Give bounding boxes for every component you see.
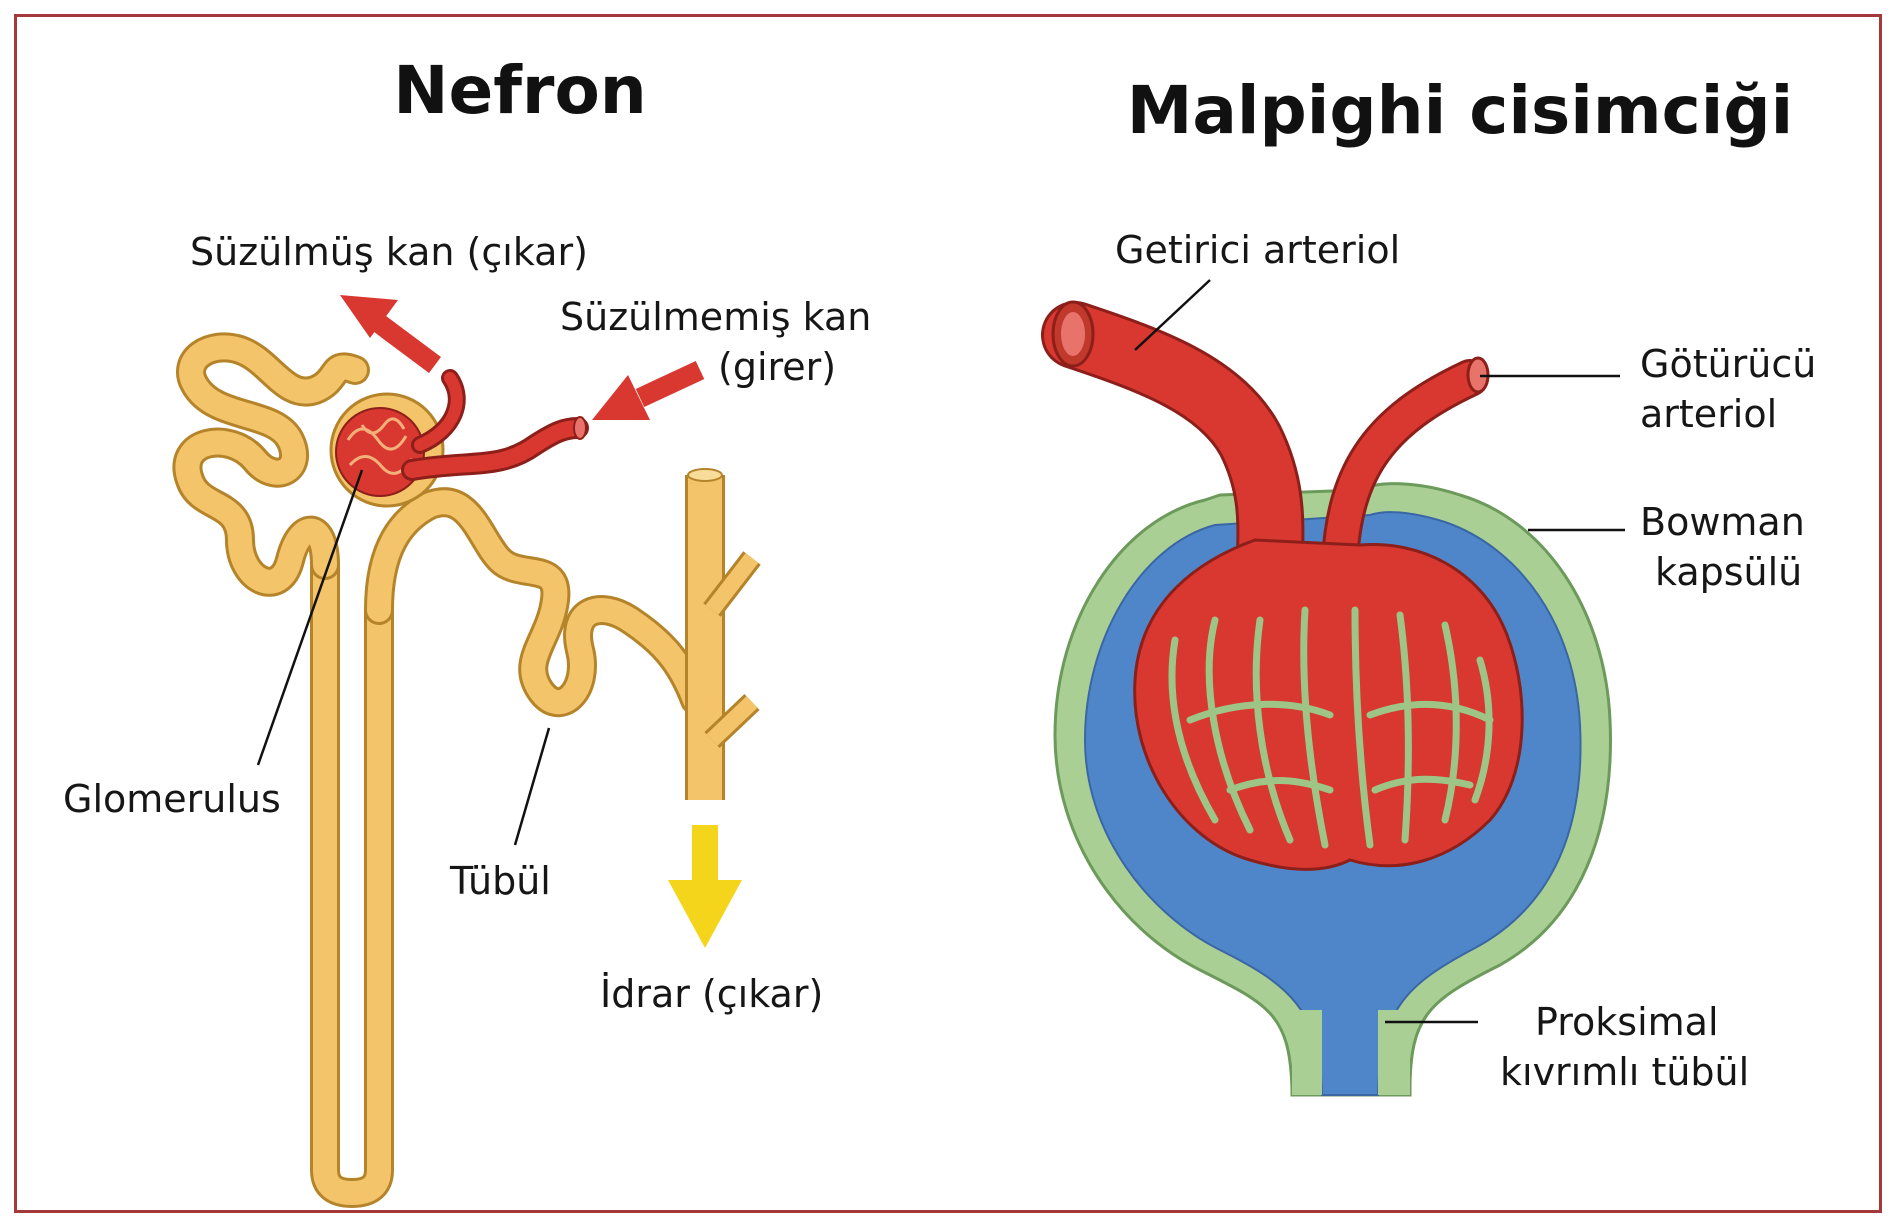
label-efferent-arteriole-2: arteriol	[1640, 392, 1777, 436]
label-tubule: Tübül	[449, 859, 551, 903]
label-pct-2: kıvrımlı tübül	[1500, 1050, 1749, 1094]
label-urine: İdrar (çıkar)	[600, 972, 823, 1016]
label-bowman-capsule-2: kapsülü	[1655, 550, 1802, 594]
tubule-leader	[513, 727, 551, 846]
afferent-leader	[1134, 279, 1211, 351]
glomerulus-leader	[256, 469, 364, 766]
urine-arrow	[668, 825, 742, 948]
label-glomerulus: Glomerulus	[63, 777, 281, 821]
label-unfiltered-blood: Süzülmemiş kan	[560, 295, 871, 339]
label-unfiltered-blood-enters: (girer)	[718, 345, 836, 389]
label-bowman-capsule-1: Bowman	[1640, 500, 1805, 544]
corpuscle-title: Malpighi cisimciği	[1127, 72, 1794, 149]
label-pct-1: Proksimal	[1535, 1000, 1719, 1044]
diagram-frame	[14, 14, 1882, 1213]
label-efferent-arteriole-1: Götürücü	[1640, 342, 1816, 386]
filtered-blood-arrow	[340, 295, 441, 374]
label-filtered-blood: Süzülmüş kan (çıkar)	[190, 230, 588, 274]
nephron-blood-vessels	[401, 369, 589, 481]
nephron-tubule	[172, 332, 761, 1209]
label-afferent-arteriole: Getirici arteriol	[1115, 228, 1400, 272]
unfiltered-blood-arrow	[592, 360, 705, 420]
nephron-title: Nefron	[393, 52, 647, 129]
corpuscle-glomerulus	[1041, 300, 1524, 871]
